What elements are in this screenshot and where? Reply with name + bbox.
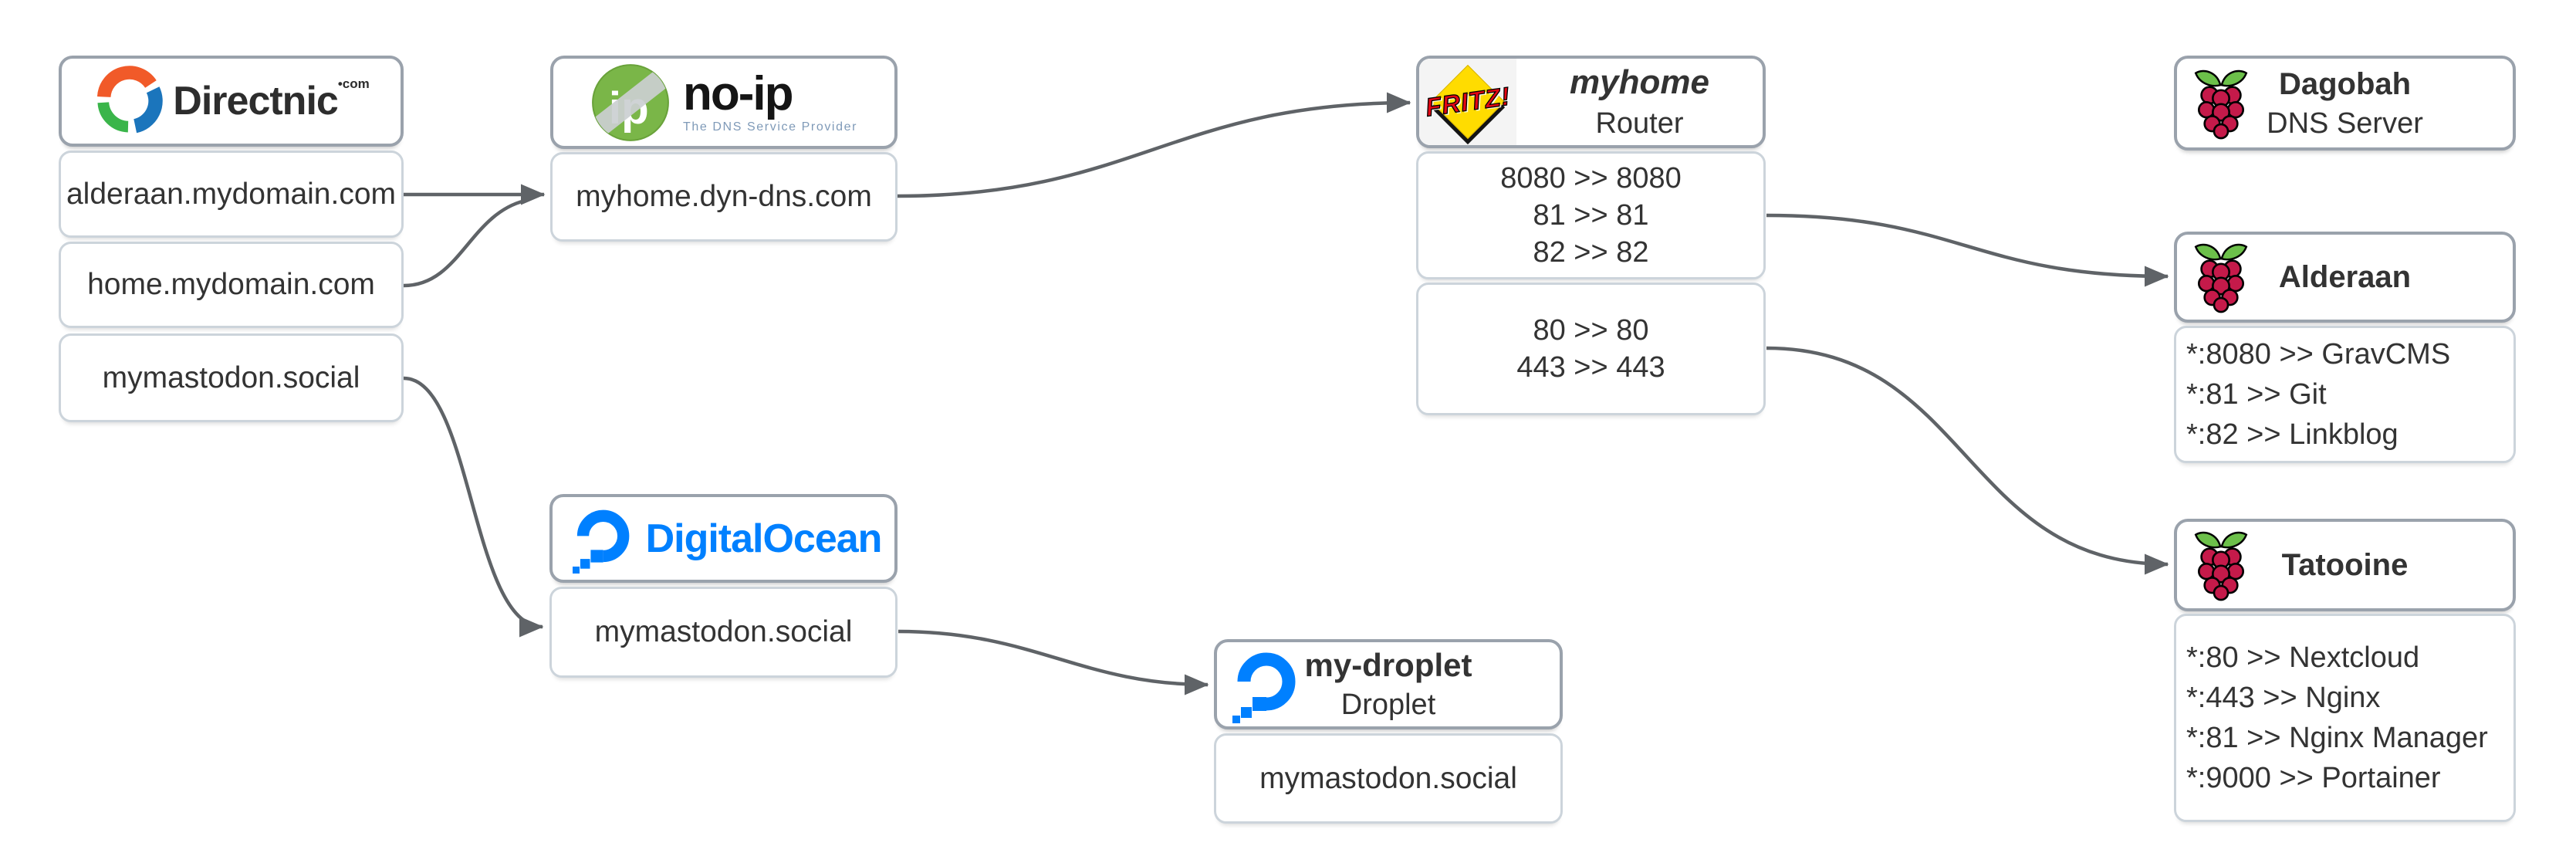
- domain-label: mymastodon.social: [594, 615, 853, 648]
- service-mapping: *:443 >> Nginx: [2186, 682, 2381, 714]
- domain-label: myhome.dyn-dns.com: [576, 180, 872, 213]
- domain-label: home.mydomain.com: [87, 268, 375, 301]
- node-dagobah: Dagobah DNS Server: [2174, 56, 2516, 151]
- service-mapping: *:8080 >> GravCMS: [2186, 338, 2451, 371]
- port-forward: 443 >> 443: [1516, 351, 1665, 384]
- node-noip: ip no-ip The DNS Service Provider: [550, 56, 898, 149]
- directnic-brand-suffix: •com: [337, 76, 370, 91]
- node-domain-myhome-dyndns: myhome.dyn-dns.com: [550, 152, 898, 242]
- service-mapping: *:81 >> Git: [2186, 378, 2327, 411]
- dagobah-title: Dagobah: [2278, 66, 2412, 101]
- alderaan-title: Alderaan: [2278, 260, 2412, 294]
- node-tatooine-services: *:80 >> Nextcloud *:443 >> Nginx *:81 >>…: [2174, 614, 2516, 822]
- service-mapping: *:80 >> Nextcloud: [2186, 641, 2420, 674]
- raspberry-pi-icon: [2194, 243, 2248, 313]
- tatooine-title: Tatooine: [2281, 548, 2409, 582]
- domain-label: alderaan.mydomain.com: [66, 177, 397, 211]
- node-router-forward-group-2: 80 >> 80 443 >> 443: [1416, 283, 1766, 415]
- directnic-brand: Directnic: [173, 79, 339, 124]
- domain-label: mymastodon.social: [1259, 761, 1517, 795]
- node-router-forward-group-1: 8080 >> 8080 81 >> 81 82 >> 82: [1416, 151, 1766, 279]
- port-forward: 80 >> 80: [1533, 314, 1649, 347]
- dagobah-subtitle: DNS Server: [2267, 107, 2423, 140]
- arrow-router-to-tatooine: [1766, 346, 2169, 575]
- noip-tagline: The DNS Service Provider: [682, 120, 858, 134]
- digitalocean-logo-icon: [1225, 652, 1296, 723]
- node-tatooine: Tatooine: [2174, 519, 2516, 611]
- directnic-logo-icon: [97, 66, 163, 134]
- node-router: FRITZ! myhome Router: [1416, 56, 1766, 148]
- node-domain-home-mydomain: home.mydomain.com: [59, 242, 404, 328]
- noip-logo-icon: ip: [592, 63, 669, 141]
- service-mapping: *:81 >> Nginx Manager: [2186, 722, 2488, 754]
- node-alderaan-services: *:8080 >> GravCMS *:81 >> Git *:82 >> Li…: [2174, 326, 2516, 463]
- router-subtitle: Router: [1595, 107, 1684, 140]
- node-domain-droplet-mymastodon: mymastodon.social: [1214, 733, 1563, 824]
- node-domain-do-mymastodon: mymastodon.social: [549, 587, 898, 678]
- droplet-title: my-droplet: [1304, 646, 1472, 683]
- raspberry-pi-icon: [2194, 531, 2248, 601]
- node-droplet: my-droplet Droplet: [1214, 639, 1563, 729]
- digitalocean-logo-icon: [565, 509, 629, 574]
- noip-brand: no-ip: [682, 66, 793, 120]
- domain-label: mymastodon.social: [102, 360, 360, 394]
- node-digitalocean: DigitalOcean: [549, 494, 898, 583]
- arrow-mastodon-domain-to-digitalocean: [403, 376, 544, 638]
- service-mapping: *:9000 >> Portainer: [2186, 762, 2441, 794]
- port-forward: 82 >> 82: [1533, 236, 1649, 269]
- port-forward: 81 >> 81: [1533, 199, 1649, 232]
- node-domain-alderaan-mydomain: alderaan.mydomain.com: [59, 151, 404, 238]
- service-mapping: *:82 >> Linkblog: [2186, 418, 2399, 451]
- arrow-digitalocean-to-droplet: [898, 629, 1209, 695]
- router-title: myhome: [1570, 63, 1709, 101]
- node-alderaan: Alderaan: [2174, 232, 2516, 323]
- droplet-subtitle: Droplet: [1340, 688, 1436, 721]
- port-forward: 8080 >> 8080: [1500, 162, 1682, 195]
- digitalocean-brand: DigitalOcean: [645, 516, 883, 561]
- raspberry-pi-icon: [2194, 69, 2248, 139]
- arrow-router-to-alderaan: [1766, 213, 2169, 287]
- arrow-home-domain-to-noip: [403, 198, 526, 288]
- node-directnic: Directnic •com: [59, 56, 404, 147]
- node-domain-mymastodon-social: mymastodon.social: [59, 333, 404, 422]
- arrow-dyndns-to-router: [897, 92, 1411, 198]
- fritz-logo-icon: FRITZ!: [1419, 59, 1516, 145]
